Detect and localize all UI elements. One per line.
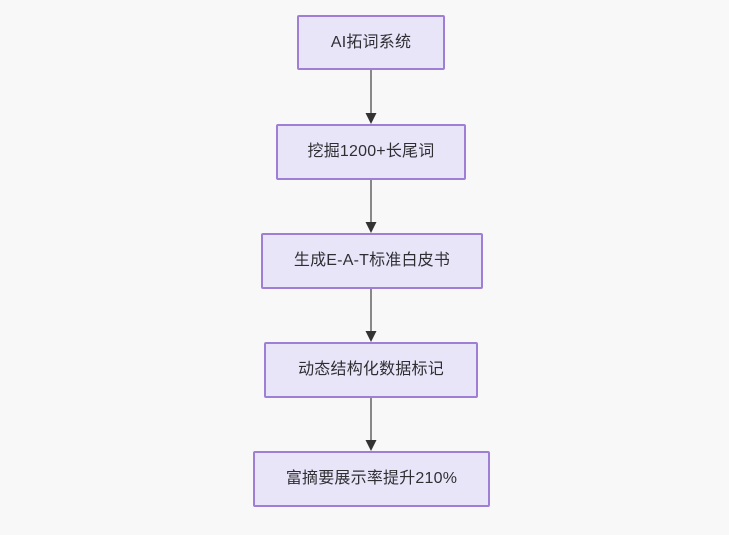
flowchart-node-rich-snippet-result[interactable]: 富摘要展示率提升210% bbox=[253, 451, 490, 507]
flowchart-node-ai-keyword-system[interactable]: AI拓词系统 bbox=[297, 15, 445, 70]
arrow-icon bbox=[365, 289, 377, 342]
node-label: 动态结构化数据标记 bbox=[298, 361, 444, 378]
arrow-icon bbox=[365, 398, 377, 451]
node-label: 生成E-A-T标准白皮书 bbox=[293, 252, 451, 269]
edge-connector-4 bbox=[362, 398, 380, 451]
arrow-icon bbox=[365, 180, 377, 233]
arrow-icon bbox=[365, 70, 377, 124]
edge-connector-1 bbox=[362, 70, 380, 124]
edge-connector-2 bbox=[362, 180, 380, 233]
flowchart-node-generate-eat-whitepaper[interactable]: 生成E-A-T标准白皮书 bbox=[261, 233, 483, 289]
flowchart-node-mine-longtail-keywords[interactable]: 挖掘1200+长尾词 bbox=[276, 124, 466, 180]
flowchart-node-dynamic-structured-data[interactable]: 动态结构化数据标记 bbox=[264, 342, 478, 398]
node-label: AI拓词系统 bbox=[330, 33, 412, 51]
edge-connector-3 bbox=[362, 289, 380, 342]
node-label: 富摘要展示率提升210% bbox=[285, 470, 458, 487]
node-label: 挖掘1200+长尾词 bbox=[307, 143, 435, 160]
